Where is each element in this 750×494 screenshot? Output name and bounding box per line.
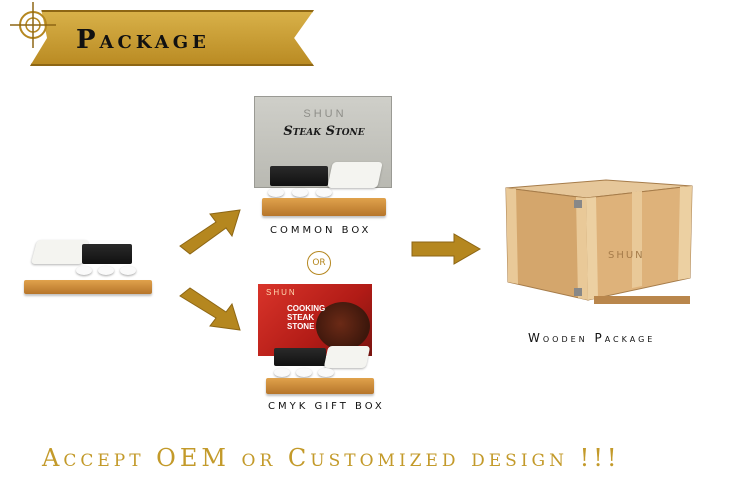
arrow-right-icon [411, 233, 482, 265]
wooden-crate-image: SHUN [505, 179, 693, 304]
banner-title: Package [76, 25, 210, 55]
common-box-tray [262, 160, 386, 216]
package-banner [30, 10, 314, 66]
gift-box-label: CMYK GIFT BOX [268, 401, 385, 412]
gift-box-steak-image [316, 302, 370, 350]
common-box-brand: SHUN [303, 108, 347, 120]
common-box-label: COMMON BOX [270, 225, 372, 236]
svg-text:SHUN: SHUN [608, 250, 645, 261]
arrow-right-icon [179, 287, 241, 331]
wooden-package-label: Wooden Package [528, 331, 656, 345]
gift-box-title: COOKING STEAK STONE [287, 304, 326, 331]
footer-oem-text: Accept OEM or Customized design !!! [42, 444, 621, 472]
or-badge: OR [307, 251, 331, 275]
gift-box-tray [266, 344, 374, 394]
common-box-title: Steak Stone [283, 124, 365, 139]
steak-stone-set-image [24, 236, 152, 294]
arrow-right-icon [179, 209, 241, 255]
gift-box-brand: SHUN [266, 288, 297, 297]
compass-icon [10, 2, 56, 48]
